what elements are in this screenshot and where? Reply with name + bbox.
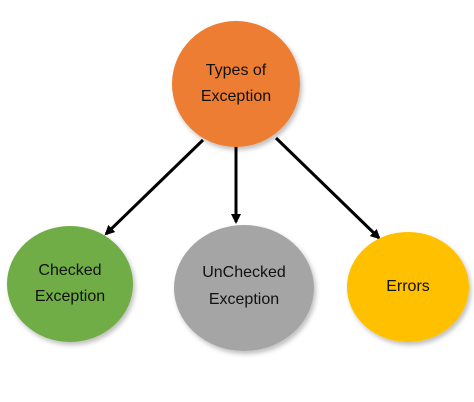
unchecked-exception-node: UnChecked Exception bbox=[174, 225, 314, 351]
checked-exception-circle bbox=[7, 226, 133, 342]
root-node-circle bbox=[172, 21, 300, 147]
unchecked-exception-circle bbox=[174, 225, 314, 351]
errors-node: Errors bbox=[347, 232, 469, 342]
root-node-label-line-1: Types of bbox=[206, 62, 267, 79]
errors-circle bbox=[347, 232, 469, 342]
root-node-label-line-2: Exception bbox=[201, 88, 271, 105]
errors-label: Errors bbox=[386, 278, 430, 295]
unchecked-exception-label-line-2: Exception bbox=[209, 291, 279, 308]
checked-exception-label-line-2: Exception bbox=[35, 288, 105, 305]
root-node: Types of Exception bbox=[172, 21, 300, 147]
unchecked-exception-label-line-1: UnChecked bbox=[202, 264, 286, 281]
edge-root-to-checked bbox=[104, 138, 205, 236]
edge-root-to-errors bbox=[274, 136, 381, 240]
checked-exception-node: Checked Exception bbox=[7, 226, 133, 342]
checked-exception-label-line-1: Checked bbox=[38, 262, 101, 279]
